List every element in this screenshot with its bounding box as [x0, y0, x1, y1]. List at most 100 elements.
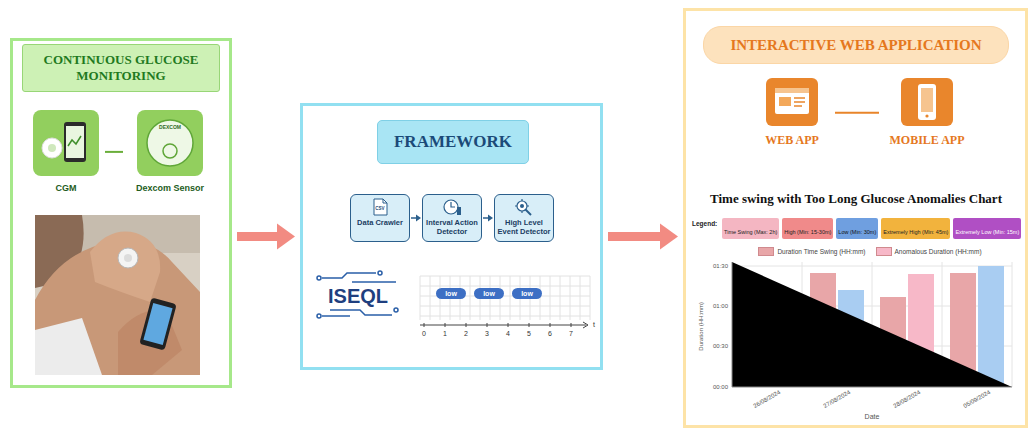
logo-text: ISEQL: [328, 285, 388, 307]
legend-tags: Time Swing (Max: 2h) High (Min: 15-30m) Lo…: [722, 218, 1022, 239]
patient-photo: [35, 215, 200, 375]
icon-holder: [33, 110, 99, 176]
connector-line: [483, 217, 489, 219]
circuit-lines: [317, 271, 398, 318]
process-box: High Level Event Detector: [494, 194, 554, 242]
arrow-head: [277, 224, 295, 250]
axis-tick: 7: [569, 330, 573, 338]
connector-line: [411, 217, 417, 219]
legend-item: Anomalous Duration (HH:mm): [876, 247, 982, 256]
timeline-grid: [420, 276, 590, 320]
icon-holder: [137, 110, 203, 176]
arrow-head: [488, 215, 493, 222]
legend-text: Anomalous Duration (HH:mm): [895, 248, 982, 255]
interval-pill: low: [436, 288, 466, 299]
sensor-icon: [137, 110, 203, 176]
axis-tick: 5: [527, 330, 531, 338]
axis-tick: 00:00: [713, 384, 728, 391]
cgm-icon: [33, 110, 99, 176]
device-label: CGM: [56, 183, 77, 194]
connector: [411, 215, 421, 222]
panel-header: CONTINUOUS GLUCOSE MONITORING: [22, 44, 220, 92]
device-label: Dexcom Sensor: [136, 183, 204, 194]
connector-line: [237, 232, 279, 241]
axis-tick: 00:30: [713, 343, 728, 350]
legend-swatch: [876, 247, 892, 256]
process-label: Data Crawler: [357, 219, 403, 228]
process-box: Interval Action Detector: [422, 194, 482, 242]
connector: [105, 151, 123, 152]
interval-pill: low: [474, 288, 504, 299]
device-label: MOBILE APP: [889, 133, 964, 147]
web-icon: [766, 78, 818, 126]
event-icon: [514, 198, 534, 216]
device-card: CGM: [30, 110, 102, 194]
time-axis: [420, 322, 588, 328]
axis-name: t: [593, 321, 595, 329]
interval-label: low: [445, 290, 457, 297]
connector-line: [835, 112, 879, 114]
interval-label: low: [521, 290, 533, 297]
axis-tick: 27/08/2024: [822, 389, 851, 410]
chart-grid: [732, 262, 1012, 387]
icon-holder: [901, 78, 953, 126]
axis-tick: 6: [548, 330, 552, 338]
axis-title: Date: [865, 413, 880, 421]
legend-text: Time Swing (Max: 2h): [724, 229, 777, 235]
panel-header: INTERACTIVE WEB APPLICATION: [703, 26, 1009, 64]
chart-title: Time swing with Too Long Glucose Anomali…: [710, 192, 1002, 206]
process-label: Interval Action Detector: [425, 219, 479, 236]
axis-tick: 1: [443, 330, 447, 338]
connector-line: [608, 232, 662, 241]
app-card: WEB APP: [752, 78, 832, 147]
connector: [835, 112, 879, 113]
icon-holder: [442, 198, 462, 216]
clock-icon: [442, 198, 462, 216]
legend-tag: High (Min: 15-30m): [782, 218, 833, 239]
panel-header: FRAMEWORK: [377, 120, 529, 164]
panel-title: FRAMEWORK: [394, 132, 512, 152]
panel-title: CONTINUOUS GLUCOSE MONITORING: [29, 52, 213, 83]
interval-pill: low: [512, 288, 542, 299]
legend-text: Extremely High (Min: 45m): [883, 229, 948, 235]
app-card: MOBILE APP: [882, 78, 972, 147]
brand-text: DEXCOM: [159, 125, 181, 131]
axis-tick: 01:00: [713, 303, 728, 310]
legend-text: High (Min: 15-30m): [784, 229, 831, 235]
connector: [608, 224, 678, 250]
file-type: CSV: [375, 207, 384, 212]
axis-tick: 3: [485, 330, 489, 338]
connector: [483, 215, 493, 222]
axis-tick: 2: [464, 330, 468, 338]
arrow-head: [416, 215, 421, 222]
axis-tick: 26/08/2024: [752, 389, 781, 410]
legend-text: Extremely Low (Min: 15m): [955, 229, 1019, 235]
legend-tag: Low (Min: 30m): [836, 218, 878, 239]
legend-heading: Legend:: [692, 220, 717, 227]
arrow-head: [660, 224, 678, 250]
panel-title: INTERACTIVE WEB APPLICATION: [730, 36, 981, 54]
legend-swatch: [758, 247, 774, 256]
axis-tick: 01:30: [713, 263, 728, 270]
device-label: WEB APP: [765, 133, 819, 147]
chart-axes: [732, 262, 1012, 387]
interval-label: low: [483, 290, 495, 297]
legend-tag: Extremely Low (Min: 15m): [953, 218, 1021, 239]
mobile-icon: [901, 78, 953, 126]
connector: [237, 224, 295, 250]
icon-holder: [766, 78, 818, 126]
legend-tag: Time Swing (Max: 2h): [722, 218, 779, 239]
chart-legend: Duration Time Swing (HH:mm) Anomalous Dur…: [745, 247, 995, 256]
legend-text: Low (Min: 30m): [838, 229, 876, 235]
axis-tick: 4: [506, 330, 510, 338]
connector-line: [105, 151, 123, 153]
axis-tick: 28/08/2024: [892, 389, 921, 410]
icon-holder: [514, 198, 534, 216]
axis-title: Duration (HH:mm): [698, 302, 705, 351]
axis-tick: 05/09/2024: [962, 389, 991, 410]
process-box: Data Crawler: [350, 194, 410, 242]
legend-item: Duration Time Swing (HH:mm): [758, 247, 865, 256]
section-panel: FRAMEWORK Data Crawler Interval Action Det…: [300, 103, 603, 370]
process-label: High Level Event Detector: [497, 219, 551, 236]
